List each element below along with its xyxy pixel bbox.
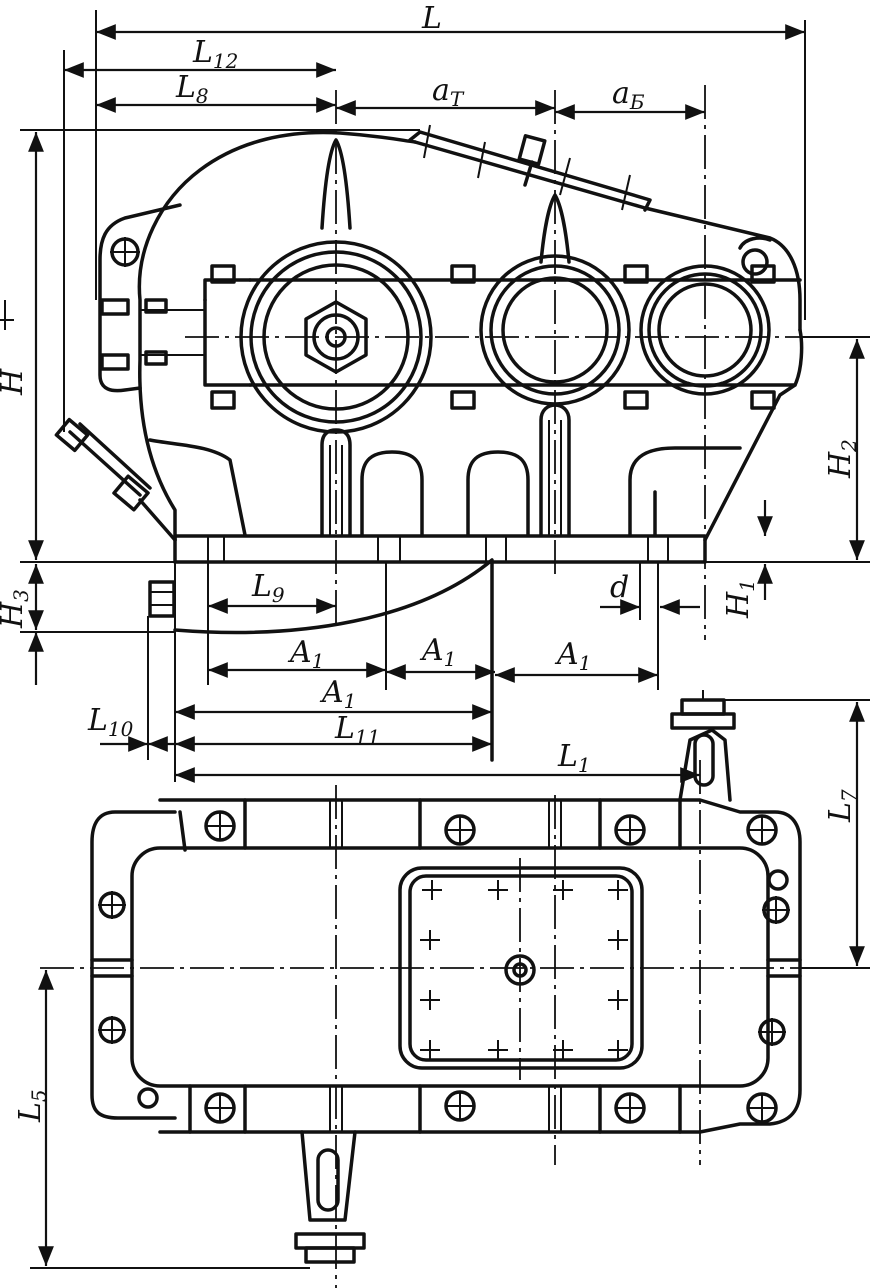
label-L11: L11 [334, 711, 380, 749]
cover-screws [420, 880, 628, 1060]
label-H3: H3 [0, 589, 33, 629]
label-aT: aТ [432, 73, 465, 111]
label-L12: L12 [192, 35, 238, 73]
label-A1-first: A1 [287, 635, 324, 673]
label-L: L [421, 1, 442, 36]
label-A1-fourth: A1 [319, 675, 356, 713]
label-d: d [610, 570, 629, 605]
dimension-labels: L L12 L8 aТ aБ H H2 H3 H1 d L9 A1 A1 A1 … [0, 1, 861, 1123]
front-view-housing [54, 124, 804, 762]
label-L8: L8 [175, 70, 209, 108]
label-L7: L7 [823, 789, 861, 823]
label-L1: L1 [557, 739, 591, 777]
label-A1-third: A1 [554, 637, 591, 675]
dimension-lines [0, 10, 870, 1269]
label-aB: aБ [612, 76, 645, 114]
label-L5: L5 [13, 1089, 51, 1123]
label-H2: H2 [823, 439, 861, 479]
label-H: H [0, 368, 30, 396]
flange-bolts [100, 264, 776, 410]
label-H1: H1 [721, 579, 759, 619]
label-A1-second: A1 [419, 633, 456, 671]
label-L10: L10 [87, 703, 134, 741]
top-view-housing [90, 690, 802, 1264]
housing-bolts [98, 810, 790, 1124]
label-L9: L9 [251, 569, 285, 607]
